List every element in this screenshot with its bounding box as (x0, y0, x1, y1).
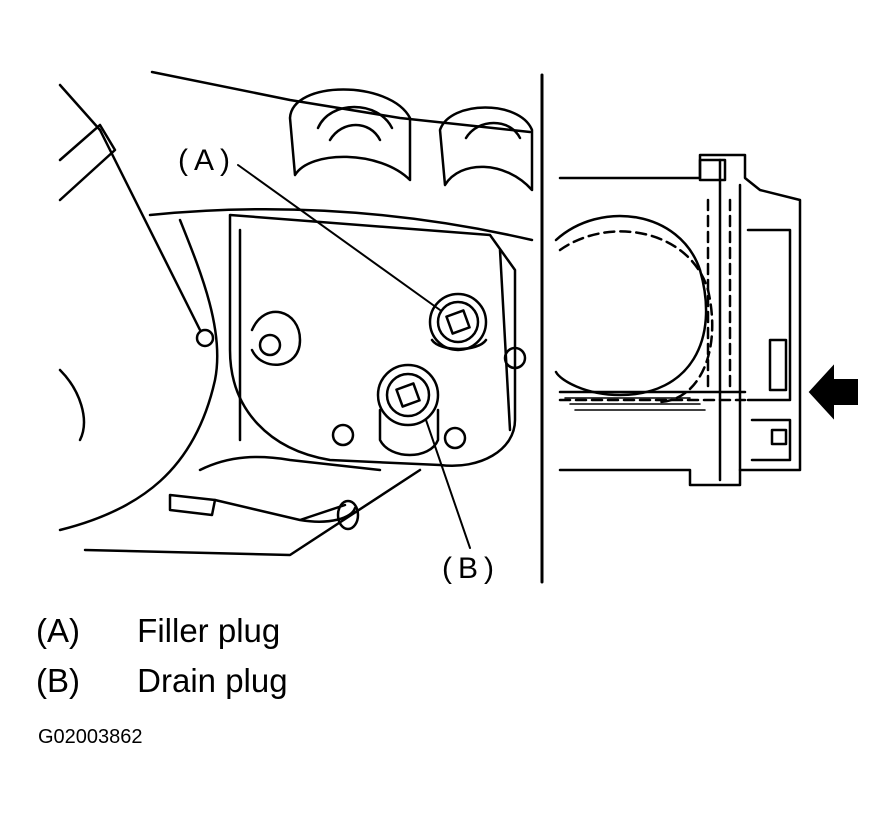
left-mount-arm (58, 83, 202, 332)
legend-key: (B) (36, 662, 80, 699)
arrow-left-icon (808, 364, 858, 420)
side-view-housing (554, 153, 802, 487)
legend-row: (A) Filler plug (36, 612, 280, 650)
left-body-contour (58, 218, 219, 532)
leader-line-a (237, 164, 441, 311)
case-bolts (195, 328, 527, 450)
legend-label: Drain plug (137, 662, 288, 699)
figure-id: G02003862 (38, 726, 143, 748)
lower-bracket (83, 468, 422, 557)
drain-plug (376, 363, 440, 457)
engine-lower-edge (148, 207, 534, 242)
filler-plug (428, 292, 488, 352)
legend-row: (B) Drain plug (36, 662, 288, 700)
cylinder-bores (288, 88, 534, 192)
leader-line-b (425, 419, 471, 549)
left-housing-curve (58, 368, 86, 442)
callout-label-b: (B) (442, 552, 500, 585)
transmission-diagram (58, 70, 858, 584)
engine-block-outline (150, 70, 532, 134)
legend-label: Filler plug (137, 612, 281, 649)
transmission-case (228, 213, 517, 468)
lower-pipe (198, 455, 382, 472)
callout-label-a: (A) (178, 144, 236, 177)
legend-key: (A) (36, 612, 80, 649)
